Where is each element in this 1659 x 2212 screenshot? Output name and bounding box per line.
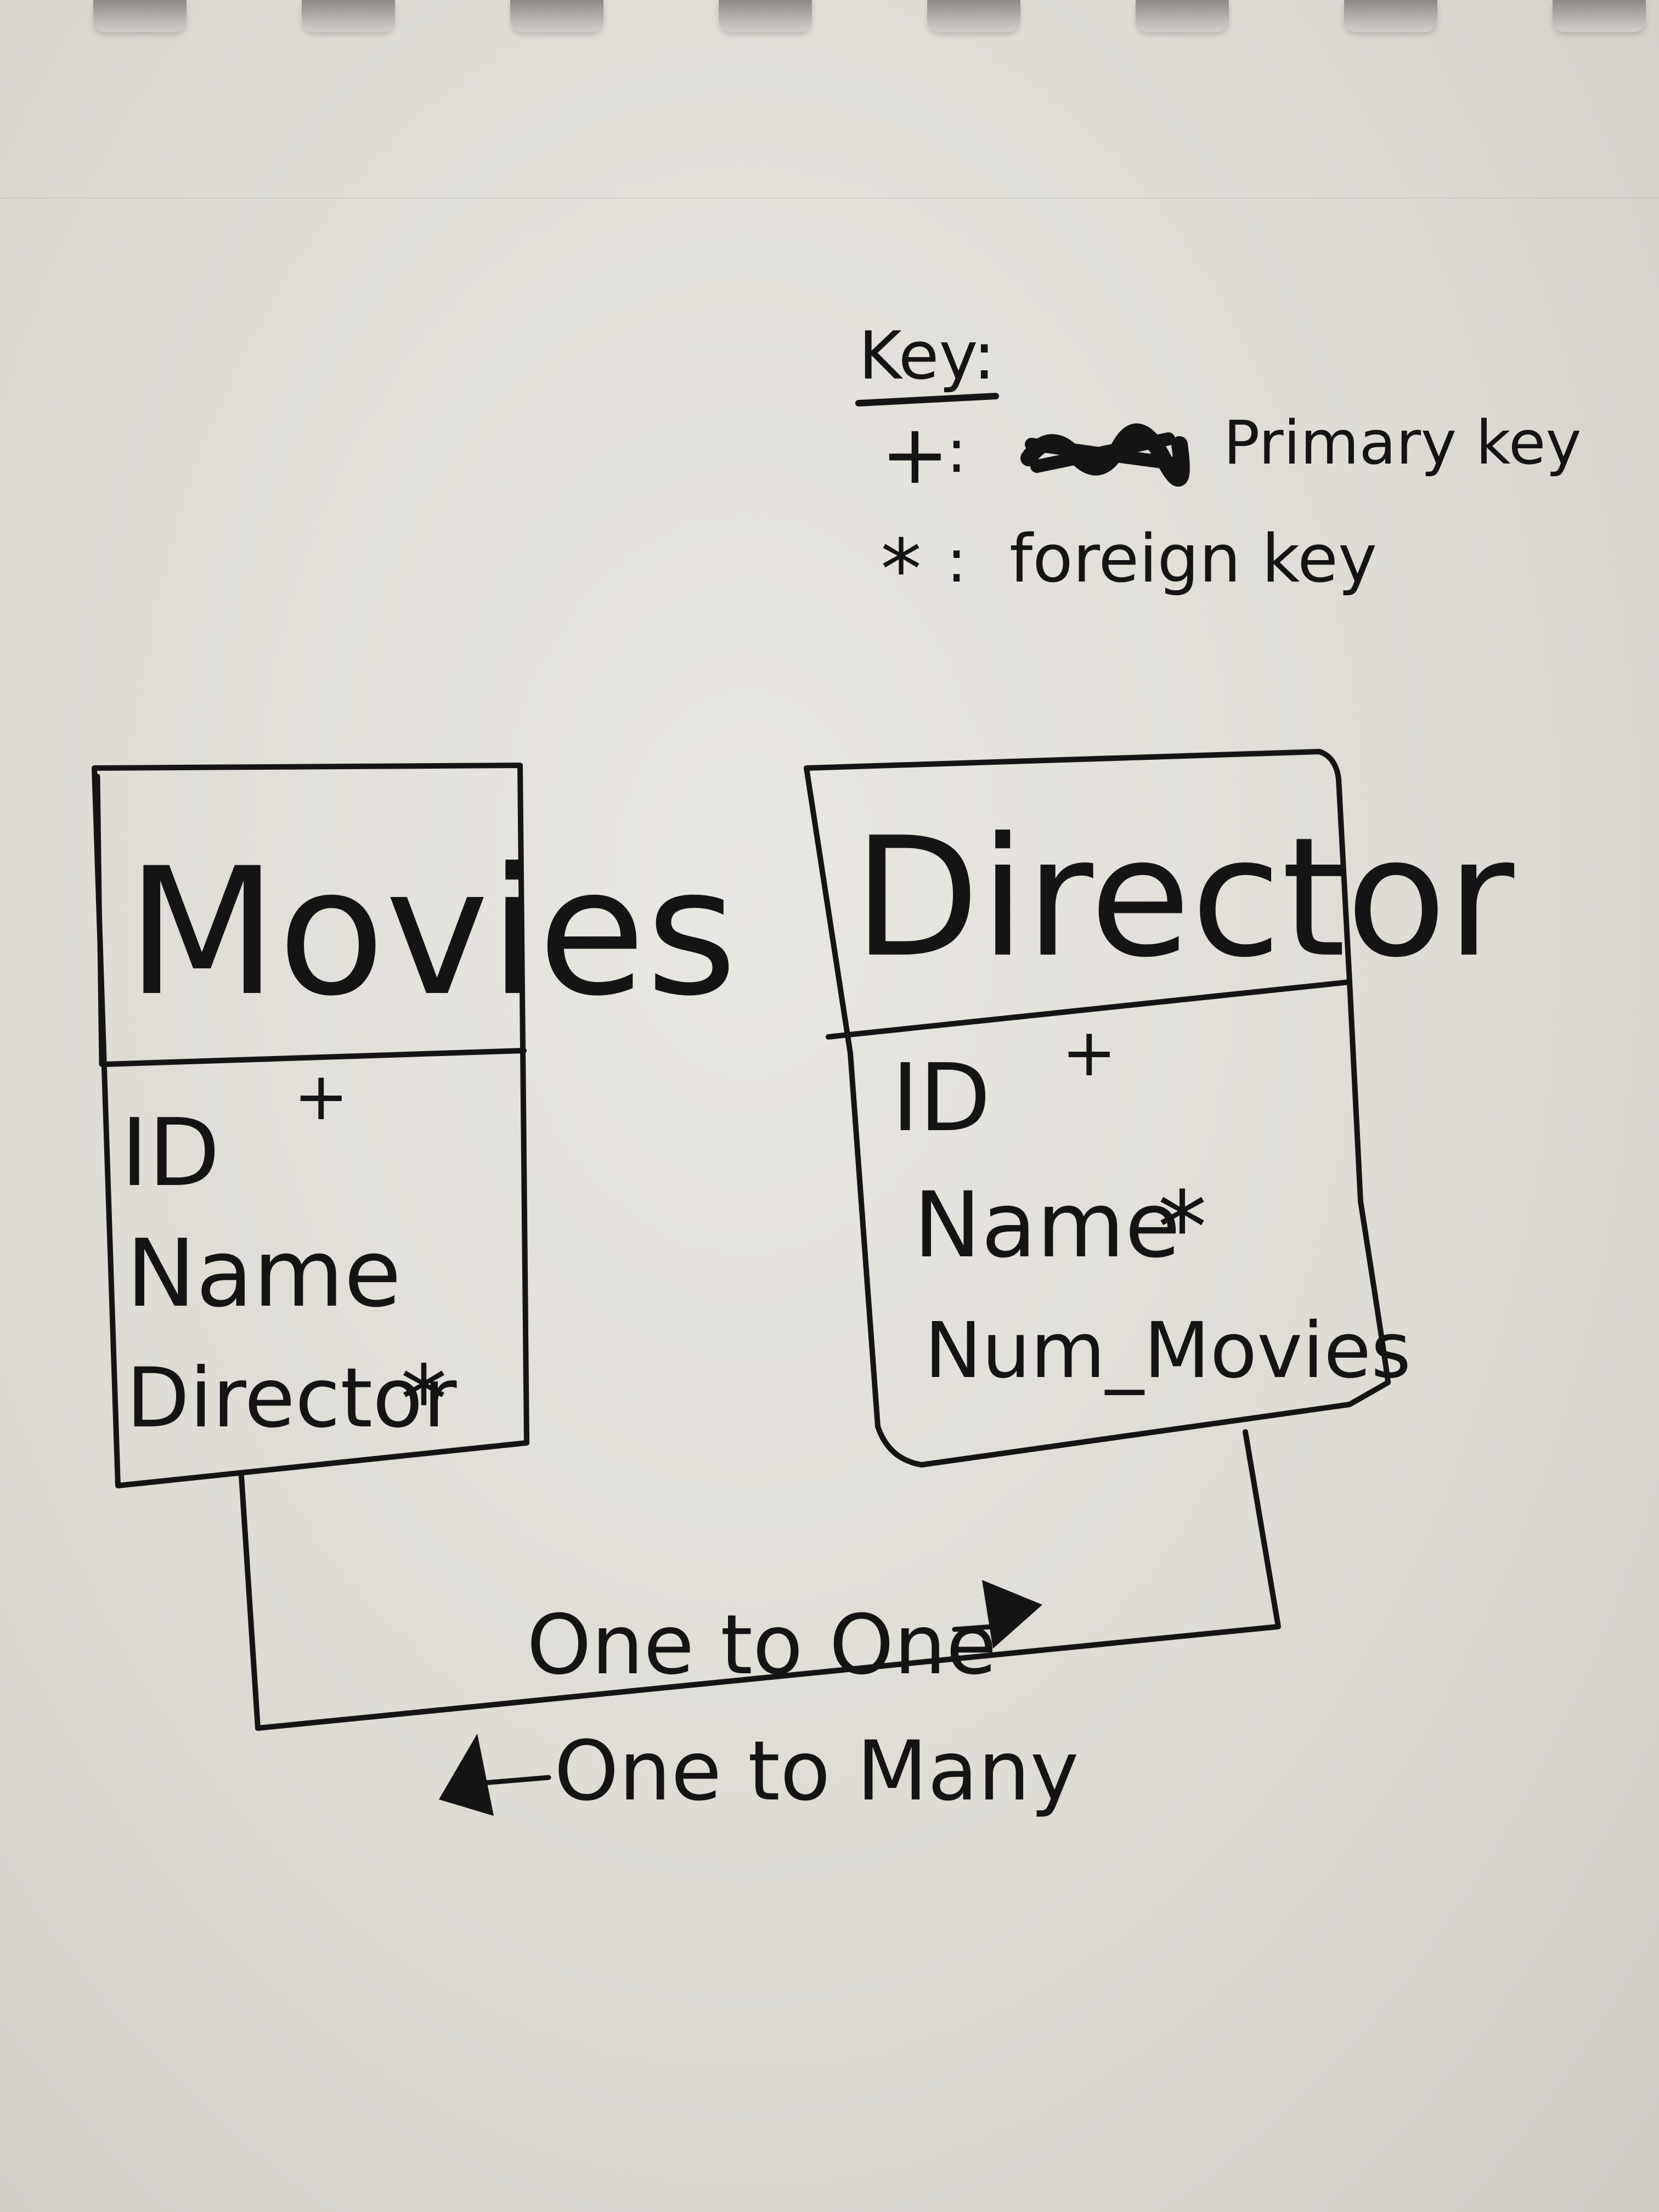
legend-colon: : — [946, 526, 967, 596]
entity-movies: Movies ID + Name Director * — [92, 763, 737, 1488]
primary-key-mark: + — [294, 1059, 349, 1135]
spiral-binding-loop — [1344, 0, 1437, 32]
spiral-binding-loop — [510, 0, 603, 32]
scribble-mark — [1025, 432, 1181, 473]
entity-box — [804, 749, 1391, 1468]
entity-box — [92, 763, 529, 1488]
relationship-label: One to Many — [554, 1724, 1079, 1819]
foreign-key-mark: * — [400, 1346, 447, 1454]
arrow-shaft — [480, 1775, 551, 1786]
legend-foreign-symbol: * — [881, 522, 922, 618]
field-label: Name — [913, 1172, 1181, 1278]
legend: Key: + : Primary key * : foreign key — [855, 318, 1582, 618]
entity-title: Director — [853, 802, 1516, 994]
field-label: Num_Movies — [924, 1306, 1411, 1396]
spiral-binding-loop — [719, 0, 812, 32]
field-label: ID — [891, 1044, 991, 1153]
spiral-binding-loop — [927, 0, 1020, 32]
legend-foreign-label: foreign key — [1009, 521, 1377, 597]
arrow-shaft — [952, 1624, 996, 1632]
primary-key-mark: + — [1062, 1015, 1117, 1091]
field-label: Director — [126, 1351, 457, 1446]
entity-director: Director ID + Name * Num_Movies — [804, 749, 1516, 1468]
spiral-binding-loop — [1136, 0, 1229, 32]
spiral-binding-loop — [93, 0, 187, 32]
entity-divider — [101, 1048, 527, 1067]
legend-primary-symbol: + — [881, 407, 950, 503]
legend-colon: : — [946, 416, 967, 486]
legend-primary-label: Primary key — [1223, 408, 1582, 478]
field-label: ID — [121, 1099, 220, 1207]
legend-title: Key: — [859, 318, 995, 394]
arrowhead-icon — [439, 1734, 494, 1816]
field-label: Name — [126, 1220, 402, 1328]
foreign-key-mark: * — [1158, 1171, 1207, 1285]
arrowhead-icon — [982, 1580, 1042, 1649]
entity-box-edge — [95, 774, 104, 1067]
relationship-connector — [239, 1429, 1281, 1731]
spiral-binding-loop — [302, 0, 395, 32]
relationship: One to One One to Many — [239, 1429, 1281, 1819]
entity-title: Movies — [126, 831, 737, 1035]
legend-title-underline — [855, 393, 999, 407]
entity-divider — [826, 979, 1352, 1040]
relationship-label: One to One — [527, 1598, 997, 1693]
spiral-binding-loop — [1553, 0, 1646, 32]
paper-rule-line — [0, 198, 1659, 199]
